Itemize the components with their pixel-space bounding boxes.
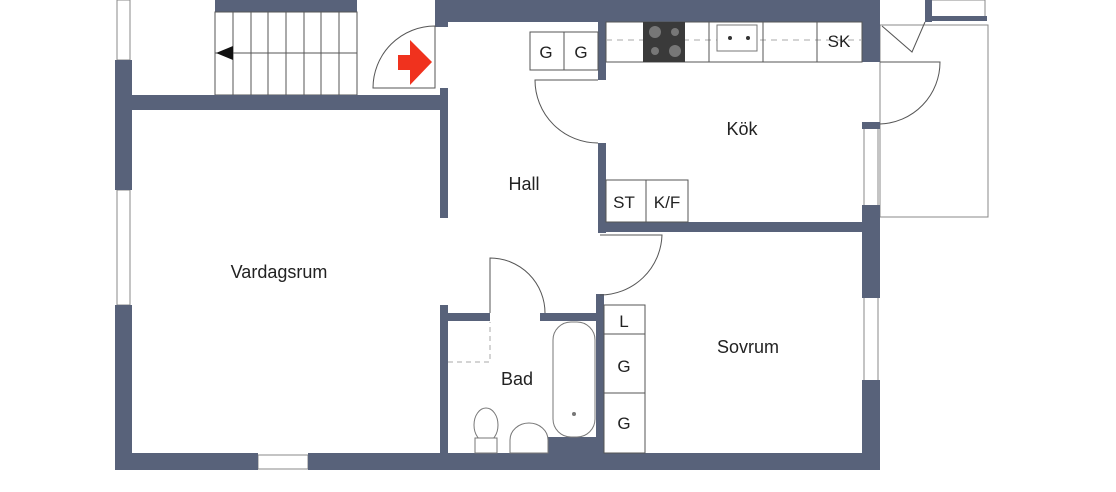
label-g: G	[539, 43, 552, 62]
walls	[115, 0, 880, 470]
bedroom-door	[599, 234, 663, 296]
toilet-icon	[473, 407, 499, 443]
kitchen-counter: SK	[605, 21, 863, 63]
stair-direction-arrow-icon	[216, 46, 233, 60]
room-label-bedroom: Sovrum	[717, 337, 779, 357]
room-label-living-room: Vardagsrum	[231, 262, 328, 282]
doors	[372, 21, 941, 314]
label-kf: K/F	[654, 193, 680, 212]
bedroom-closets: L G G	[603, 304, 646, 454]
entrance-door	[372, 25, 436, 89]
entrance-arrow-icon	[398, 40, 432, 85]
bathtub-icon	[552, 321, 596, 438]
label-sk: SK	[828, 32, 851, 51]
balcony-door	[879, 61, 941, 125]
hall-closets: G G	[529, 31, 599, 71]
label-st: ST	[613, 193, 635, 212]
room-label-kitchen: Kök	[726, 119, 758, 139]
label-g: G	[617, 357, 630, 376]
balcony	[879, 0, 989, 218]
washbasin-icon	[509, 422, 549, 454]
bathroom-door	[489, 257, 546, 314]
stove-icon	[643, 22, 685, 62]
kitchen-door	[534, 79, 599, 144]
bathroom-fixtures	[448, 321, 596, 454]
room-label-hall: Hall	[508, 174, 539, 194]
sink-icon	[716, 24, 758, 52]
windows	[116, 0, 879, 470]
label-l: L	[619, 312, 628, 331]
label-g: G	[617, 414, 630, 433]
kitchen-appliances: ST K/F	[605, 179, 689, 223]
staircase	[214, 0, 358, 96]
label-g: G	[574, 43, 587, 62]
room-label-bathroom: Bad	[501, 369, 533, 389]
